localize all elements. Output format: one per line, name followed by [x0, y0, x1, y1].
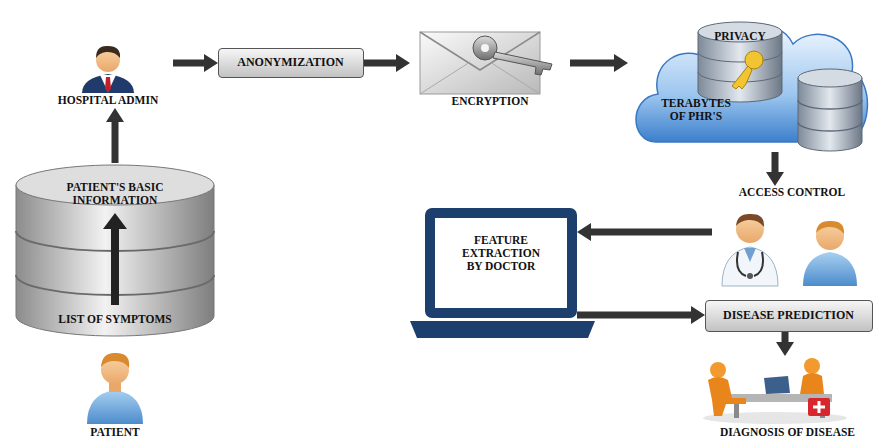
node-label: ACCESS CONTROL [712, 186, 872, 199]
node-label: ANONYMIZATION [219, 56, 362, 69]
process-box: ANONYMIZATION [218, 48, 364, 78]
node-label: FEATURE EXTRACTION BY DOCTOR [453, 234, 549, 273]
patient-icon [803, 221, 857, 286]
node-label: PATIENT'S BASIC INFORMATION [40, 181, 190, 207]
admin-node: HOSPITAL ADMIN [43, 42, 173, 108]
flow-arrow [173, 54, 218, 72]
flow-arrow [577, 306, 705, 324]
process-box: DISEASE PREDICTION [705, 300, 873, 332]
node-label: ENCRYPTION [410, 95, 570, 108]
flow-arrow [776, 332, 794, 356]
access-node: ACCESS CONTROL [712, 186, 872, 288]
node-label: DISEASE PREDICTION [706, 309, 871, 322]
patient-icon [87, 353, 143, 424]
diagnosis-illustration [703, 358, 847, 424]
node-label: HOSPITAL ADMIN [43, 94, 173, 107]
diagnosis-node: DIAGNOSIS OF DISEASE [700, 356, 875, 440]
doctor-icon [722, 214, 778, 286]
admin-icon [82, 46, 134, 93]
node-label: TERABYTES OF PHR'S [656, 97, 736, 123]
flow-arrow [364, 54, 410, 72]
node-label: DIAGNOSIS OF DISEASE [700, 426, 875, 439]
laptop-base [410, 321, 595, 338]
flow-arrow [570, 54, 628, 72]
envelope-icon [420, 32, 552, 94]
flow-arrow [766, 152, 784, 186]
cloud-storage: PRIVACY TERABYTES OF PHR'S [628, 2, 872, 152]
laptop-screen: FEATURE EXTRACTION BY DOCTOR [425, 208, 577, 318]
flow-arrow [106, 108, 124, 163]
database-cylinder: PATIENT'S BASIC INFORMATION LIST OF SYMPT… [15, 163, 215, 339]
node-label: PRIVACY [690, 30, 790, 43]
encryption-node: ENCRYPTION [410, 28, 570, 110]
flow-arrow [577, 223, 712, 241]
node-label: LIST OF SYMPTOMS [25, 313, 205, 326]
node-outline [628, 2, 872, 152]
patient-node: PATIENT [60, 352, 170, 439]
node-label: PATIENT [60, 426, 170, 439]
